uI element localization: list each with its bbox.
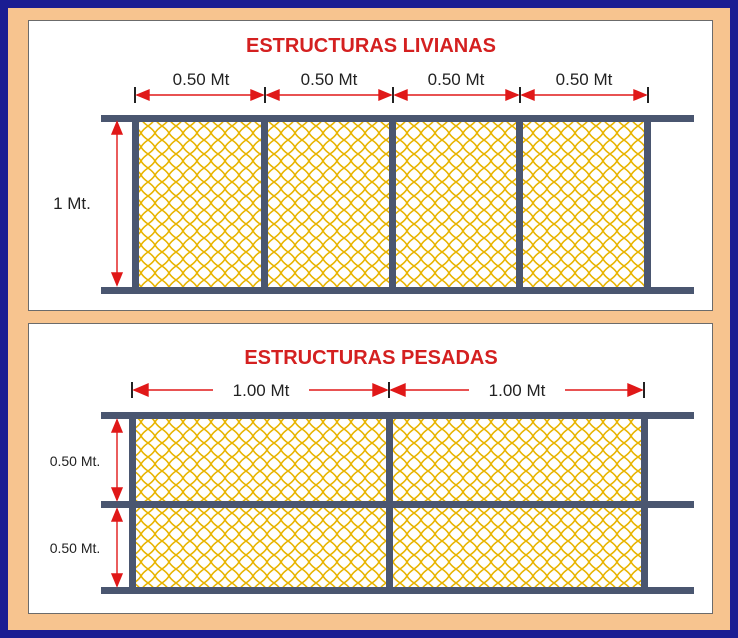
light-span-label-4: 0.50 Mt — [556, 70, 613, 89]
heavy-title: ESTRUCTURAS PESADAS — [244, 347, 497, 369]
heavy-beams — [101, 412, 694, 594]
light-title: ESTRUCTURAS LIVIANAS — [246, 35, 496, 57]
light-beams — [101, 115, 694, 294]
heavy-height-arrows — [110, 418, 124, 588]
light-height-arrow — [110, 120, 124, 287]
light-dimension-ticks — [134, 87, 649, 103]
light-structures-drawing: ESTRUCTURAS LIVIANAS 0.50 Mt 0.50 Mt 0.5… — [53, 35, 694, 294]
heavy-span-label-1: 1.00 Mt — [233, 381, 290, 400]
heavy-posts — [129, 417, 648, 589]
light-height-label: 1 Mt. — [53, 194, 91, 213]
light-posts — [132, 120, 651, 288]
light-structures-panel: ESTRUCTURAS LIVIANAS 0.50 Mt 0.50 Mt 0.5… — [28, 20, 713, 311]
heavy-height-label-2: 0.50 Mt. — [50, 540, 101, 556]
light-span-label-2: 0.50 Mt — [301, 70, 358, 89]
heavy-span-label-2: 1.00 Mt — [489, 381, 546, 400]
heavy-structures-drawing: ESTRUCTURAS PESADAS 1.00 Mt 1.00 Mt — [50, 347, 694, 594]
heavy-height-label-1: 0.50 Mt. — [50, 453, 101, 469]
light-span-label-1: 0.50 Mt — [173, 70, 230, 89]
heavy-dimension-ticks — [131, 382, 645, 398]
heavy-structures-panel: ESTRUCTURAS PESADAS 1.00 Mt 1.00 Mt — [28, 323, 713, 614]
light-span-arrows — [135, 88, 648, 102]
light-span-label-3: 0.50 Mt — [428, 70, 485, 89]
